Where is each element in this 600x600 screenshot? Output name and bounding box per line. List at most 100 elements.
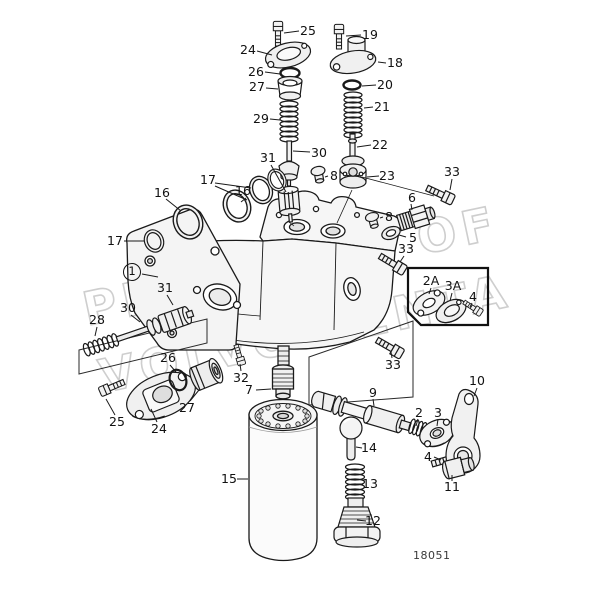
callout-23: 23 [379, 167, 395, 183]
sleeve-31-left [157, 306, 195, 333]
callout-25: 25 [109, 413, 125, 429]
nipple-7 [271, 364, 295, 400]
callout-28: 28 [89, 311, 105, 327]
callout-21: 21 [374, 98, 390, 114]
callout-14: 14 [361, 439, 377, 455]
callout-15: 15 [221, 470, 237, 486]
flange-bolt-hole [232, 300, 242, 310]
callout-7: 7 [245, 381, 253, 397]
callout-31: 31 [157, 279, 173, 295]
callout-24: 24 [151, 420, 167, 436]
seat-27 [277, 75, 303, 101]
callout-16: 16 [154, 184, 170, 200]
callout-5: 5 [409, 229, 417, 245]
ball-valve-14 [339, 416, 363, 461]
o-ring-16-left [172, 204, 204, 240]
axis-lines [288, 176, 435, 227]
bolt-25 [272, 20, 284, 47]
callout-29: 29 [253, 110, 269, 126]
filter-pleat-holes [256, 403, 310, 429]
valve-rod-22 [347, 133, 358, 159]
callout-32: 32 [233, 369, 249, 385]
flange-corner-hole [210, 246, 220, 256]
callout-12: 12 [365, 512, 381, 528]
plug-8-top [310, 165, 326, 184]
callout-17: 17 [107, 232, 123, 248]
callout-16: 16 [235, 182, 251, 198]
o-ring-17-mid [248, 175, 274, 205]
callout-20: 20 [377, 76, 393, 92]
callout-33: 33 [385, 356, 401, 372]
housing-left-flange [126, 208, 241, 351]
cover-flange-18 [329, 35, 377, 75]
callout-19: 19 [362, 26, 378, 42]
filter-canister-15 [248, 413, 318, 562]
cover-flange-24-left [126, 371, 196, 421]
shaft-assembly [308, 320, 481, 480]
callout-3A: 3A [444, 277, 462, 293]
callout-13: 13 [362, 475, 378, 491]
bypass-piston-stack-right [310, 23, 377, 189]
piston-30 [278, 140, 300, 187]
callout-22: 22 [372, 136, 388, 152]
callout-26: 26 [160, 349, 176, 365]
callout-1: 1 [123, 263, 141, 281]
callout-31: 31 [260, 149, 276, 165]
o-ring-17-right [267, 168, 287, 192]
filter-mount-stud [277, 345, 290, 366]
o-ring-16-mid [222, 189, 252, 223]
o-ring-20 [342, 79, 362, 91]
callout-26: 26 [248, 63, 264, 79]
callout-33: 33 [398, 240, 414, 256]
gasket-2A [412, 289, 446, 317]
callout-18: 18 [387, 54, 403, 70]
callout-27: 27 [179, 399, 195, 415]
shaft-9 [310, 390, 412, 434]
cover-assembly-left [97, 357, 224, 421]
cover-kit-inset [406, 266, 490, 327]
plug-8-right [364, 211, 380, 229]
fitting-6 [395, 204, 436, 232]
callout-25: 25 [300, 22, 316, 38]
bolt-19 [333, 23, 345, 50]
callout-2: 2 [415, 404, 423, 420]
bypass-piston-stack-left [264, 20, 312, 223]
valve-piston-23 [339, 155, 367, 189]
figure-number: 18051 [413, 549, 451, 562]
callout-4: 4 [469, 288, 477, 304]
callout-30: 30 [311, 144, 327, 160]
spring-21 [343, 91, 363, 139]
callout-17: 17 [200, 171, 216, 187]
callout-8: 8 [330, 167, 338, 183]
spring-13 [344, 463, 366, 501]
callout-3: 3 [434, 404, 442, 420]
callout-6: 6 [408, 189, 416, 205]
callout-24: 24 [240, 41, 256, 57]
drain-valve-stack [333, 416, 381, 548]
plug-11 [441, 456, 475, 480]
plug-12 [333, 497, 381, 548]
kit-outline-box-9 [308, 320, 414, 406]
plug-27-left [189, 357, 224, 391]
right-fasteners [231, 182, 457, 367]
spring-29 [279, 100, 299, 143]
rod-30-left [115, 317, 162, 343]
flange-bolt-hole [192, 285, 202, 295]
callout-33: 33 [444, 163, 460, 179]
cover-flange-24 [264, 41, 312, 69]
oil-filter-group [248, 364, 318, 562]
callout-27: 27 [249, 78, 265, 94]
callout-10: 10 [469, 372, 485, 388]
callout-11: 11 [444, 478, 460, 494]
callout-2A: 2A [422, 272, 440, 288]
filter-housing-casting [126, 190, 402, 366]
guide-sleeve-31 [277, 185, 301, 223]
cover-3A [435, 298, 467, 324]
inset-box [406, 266, 490, 327]
washer-5 [381, 225, 401, 241]
callout-4: 4 [424, 448, 432, 464]
o-ring-17-left [143, 229, 165, 253]
callout-9: 9 [369, 384, 377, 400]
